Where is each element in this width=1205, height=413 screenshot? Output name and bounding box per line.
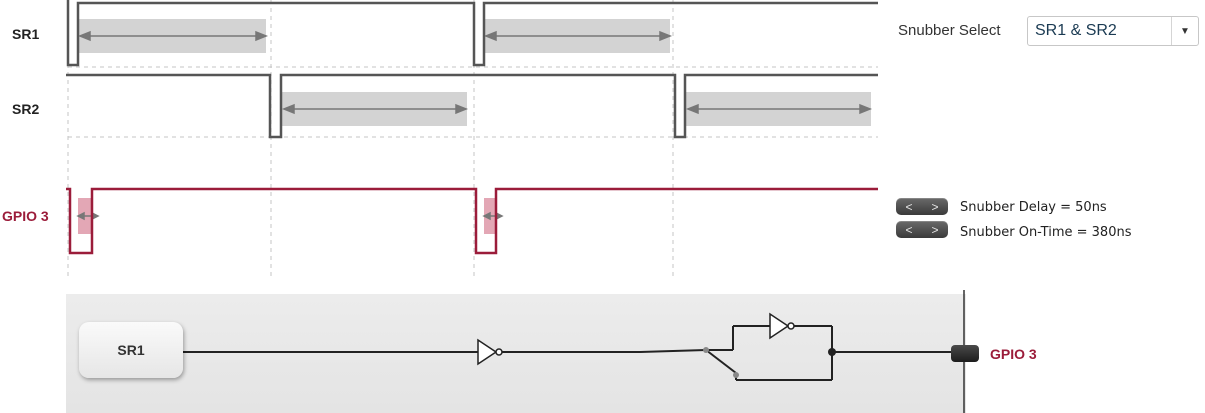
snubber-delay-text: Snubber Delay = 50ns [960,200,1107,215]
gpio3-pin-label: GPIO 3 [990,346,1037,362]
snubber-ontime-text: Snubber On-Time = 380ns [960,225,1132,240]
snubber-select-label: Snubber Select [898,22,1001,39]
sr1-waveform [66,0,878,67]
sr2-label: SR2 [12,101,40,117]
increase-delay-button[interactable]: > [931,199,939,214]
gpio3-waveform [66,187,878,255]
schematic-panel [66,294,966,413]
sr1-source-block[interactable]: SR1 [79,322,183,378]
increase-ontime-button[interactable]: > [931,222,939,237]
snubber-delay-stepper[interactable]: < > [896,198,948,215]
snubber-select-value: SR1 & SR2 [1035,22,1117,39]
chevron-down-icon[interactable]: ▼ [1171,17,1198,45]
sr1-label: SR1 [12,26,40,42]
gpio3-label: GPIO 3 [2,208,49,224]
snubber-select-dropdown[interactable]: SR1 & SR2 ▼ [1027,16,1199,46]
grid-lines [67,0,878,280]
decrease-delay-button[interactable]: < [905,199,913,214]
sr2-waveform [66,73,878,139]
decrease-ontime-button[interactable]: < [905,222,913,237]
snubber-ontime-stepper[interactable]: < > [896,221,948,238]
timing-diagram [66,0,878,280]
schematic-wires [183,290,965,413]
gpio3-pin[interactable] [951,345,979,362]
